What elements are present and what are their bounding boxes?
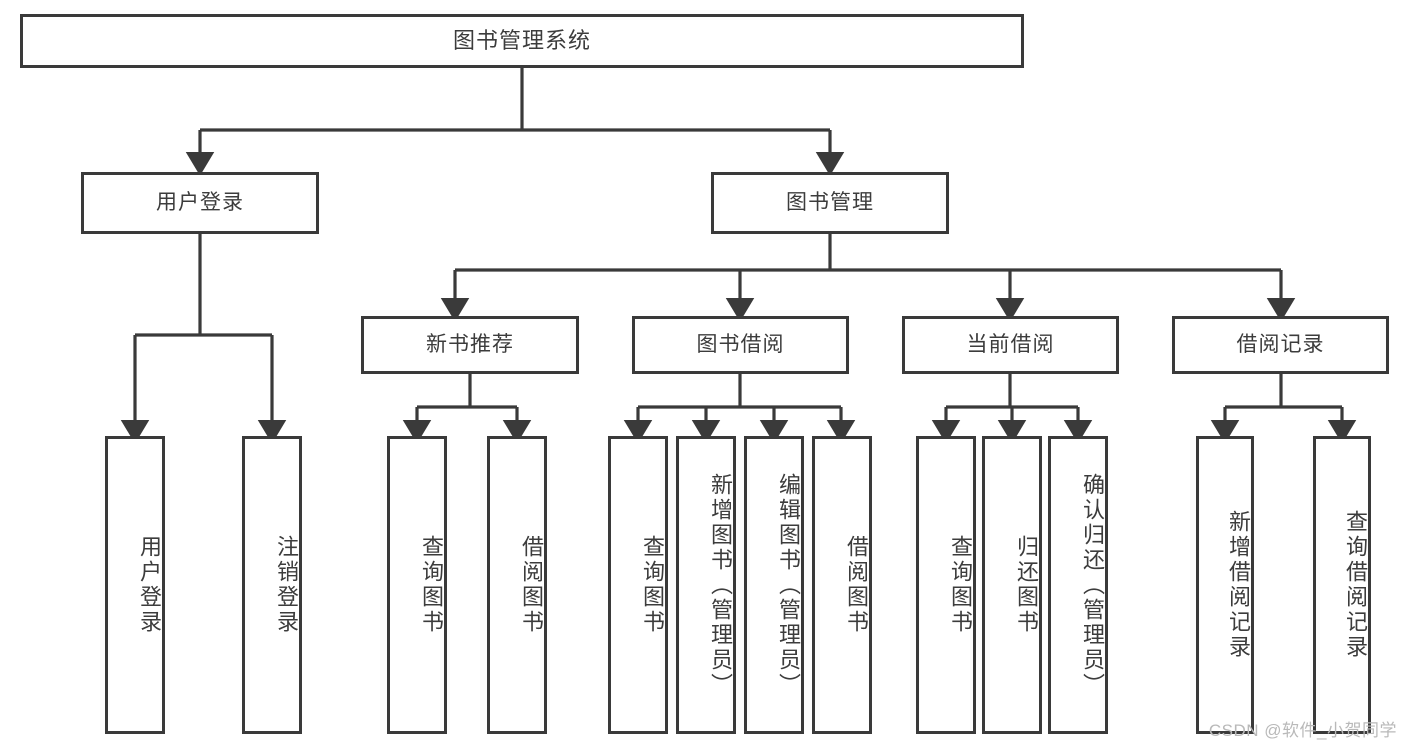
node-leaf-query-record-label: 查询借阅记录 bbox=[1343, 510, 1368, 660]
node-leaf-return-book[interactable]: 归还图书 bbox=[982, 436, 1042, 734]
node-user-login[interactable]: 用户登录 bbox=[81, 172, 319, 234]
node-leaf-query-book-2[interactable]: 查询图书 bbox=[608, 436, 668, 734]
node-leaf-add-record[interactable]: 新增借阅记录 bbox=[1196, 436, 1254, 734]
node-leaf-confirm-return[interactable]: 确认归还（管理员） bbox=[1048, 436, 1108, 734]
node-leaf-edit-book-label: 编辑图书（管理员） bbox=[776, 472, 801, 698]
node-leaf-query-book-3-label: 查询图书 bbox=[948, 535, 973, 635]
node-leaf-user-login[interactable]: 用户登录 bbox=[105, 436, 165, 734]
node-leaf-logout[interactable]: 注销登录 bbox=[242, 436, 302, 734]
node-leaf-query-record[interactable]: 查询借阅记录 bbox=[1313, 436, 1371, 734]
node-current-borrow[interactable]: 当前借阅 bbox=[902, 316, 1119, 374]
node-leaf-query-book-1[interactable]: 查询图书 bbox=[387, 436, 447, 734]
node-current-borrow-label: 当前借阅 bbox=[966, 332, 1055, 356]
node-root[interactable]: 图书管理系统 bbox=[20, 14, 1024, 68]
node-leaf-confirm-return-label: 确认归还（管理员） bbox=[1080, 472, 1105, 698]
node-book-manage[interactable]: 图书管理 bbox=[711, 172, 949, 234]
node-borrow-record-label: 借阅记录 bbox=[1236, 332, 1325, 356]
node-leaf-borrow-book-1[interactable]: 借阅图书 bbox=[487, 436, 547, 734]
node-book-borrow-label: 图书借阅 bbox=[696, 332, 785, 356]
node-root-label: 图书管理系统 bbox=[452, 28, 591, 54]
node-leaf-logout-label: 注销登录 bbox=[274, 535, 299, 635]
node-leaf-borrow-book-2[interactable]: 借阅图书 bbox=[812, 436, 872, 734]
node-leaf-borrow-book-2-label: 借阅图书 bbox=[844, 535, 869, 635]
node-leaf-add-record-label: 新增借阅记录 bbox=[1226, 510, 1251, 660]
node-leaf-add-book[interactable]: 新增图书（管理员） bbox=[676, 436, 736, 734]
node-leaf-user-login-label: 用户登录 bbox=[137, 535, 162, 635]
csdn-watermark: CSDN @软件_小贺同学 bbox=[1208, 721, 1397, 740]
node-user-login-label: 用户登录 bbox=[156, 190, 244, 214]
node-leaf-query-book-1-label: 查询图书 bbox=[419, 535, 444, 635]
node-leaf-add-book-label: 新增图书（管理员） bbox=[708, 472, 733, 698]
node-leaf-query-book-3[interactable]: 查询图书 bbox=[916, 436, 976, 734]
node-leaf-query-book-2-label: 查询图书 bbox=[640, 535, 665, 635]
node-book-manage-label: 图书管理 bbox=[786, 190, 874, 214]
node-new-book-recommend[interactable]: 新书推荐 bbox=[361, 316, 579, 374]
node-leaf-borrow-book-1-label: 借阅图书 bbox=[519, 535, 544, 635]
node-leaf-edit-book[interactable]: 编辑图书（管理员） bbox=[744, 436, 804, 734]
node-new-book-recommend-label: 新书推荐 bbox=[426, 332, 514, 356]
node-leaf-return-book-label: 归还图书 bbox=[1014, 535, 1039, 635]
node-book-borrow[interactable]: 图书借阅 bbox=[632, 316, 849, 374]
node-borrow-record[interactable]: 借阅记录 bbox=[1172, 316, 1389, 374]
